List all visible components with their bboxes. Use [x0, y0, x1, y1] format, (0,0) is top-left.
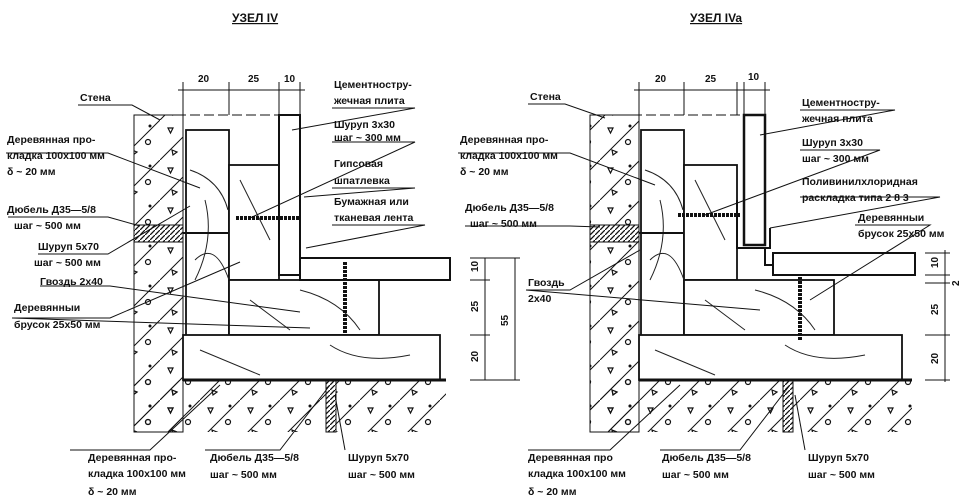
label-putty-1: Гипсовая [334, 158, 383, 170]
node-iv: УЗЕЛ IV 20 25 10 [6, 11, 520, 498]
label-pad-3: δ ~ 20 мм [7, 166, 56, 178]
bottom-pad-1: Деревянная про- [88, 452, 177, 464]
bottom-dowel-2: шаг ~ 500 мм [662, 469, 729, 481]
bottom-pad-3: δ ~ 20 мм [88, 486, 137, 498]
label-screw-2: шаг ~ 500 мм [34, 257, 101, 269]
bottom-pad-2: кладка 100x100 мм [88, 468, 186, 480]
label-wall: Стена [80, 92, 111, 104]
bottom-screw-1: Шуруп 5x70 [348, 452, 409, 464]
dim-25: 25 [705, 74, 717, 85]
floor-board [772, 252, 916, 276]
right-dimensions: 10 2 25 20 [925, 250, 962, 382]
node-iv-title: УЗЕЛ IV [232, 11, 278, 25]
bottom-screw-1: Шуруп 5x70 [808, 452, 869, 464]
concrete-floor-slab [590, 380, 912, 432]
top-dimensions: 20 25 10 [634, 72, 770, 115]
bottom-pad-2: кладка 100x100 мм [528, 468, 626, 480]
label-bar-1: Деревянныи [14, 302, 80, 314]
wood-structure [638, 129, 912, 382]
label-pad-2: кладка 100x100 мм [460, 150, 558, 162]
label-nail-1: Гвоздь [528, 277, 565, 289]
top-dimensions: 20 25 10 [178, 74, 305, 115]
label-board-2: жечная плита [333, 95, 405, 107]
dim-2-v: 2 [951, 280, 962, 286]
wood-structure [182, 129, 446, 382]
leader-lines [6, 104, 426, 451]
dim-25-v: 25 [930, 303, 941, 315]
bottom-screw-2: шаг ~ 500 мм [348, 469, 415, 481]
label-pvc-1: Поливинилхлоридная [802, 176, 918, 188]
label-tape-2: тканевая лента [334, 212, 413, 224]
label-board-2: жечная плита [801, 113, 873, 125]
bottom-dowel-1: Дюбель Д35—5/8 [210, 452, 299, 464]
label-dowel-1: Дюбель Д35—5/8 [465, 202, 554, 214]
label-nail-2: 2x40 [528, 293, 552, 305]
label-bar-1: Деревянныи [858, 212, 924, 224]
bottom-screw-2: шаг ~ 500 мм [808, 469, 875, 481]
dim-10: 10 [284, 74, 296, 85]
bottom-pad-3: δ ~ 20 мм [528, 486, 577, 498]
bottom-dowel-2: шаг ~ 500 мм [210, 469, 277, 481]
concrete-floor-slab [134, 380, 446, 432]
bottom-dowel-1: Дюбель Д35—5/8 [662, 452, 751, 464]
label-pad-1: Деревянная про- [7, 134, 96, 146]
label-dowel-2: шаг ~ 500 мм [14, 220, 81, 232]
dim-20: 20 [198, 74, 210, 85]
concrete-wall [133, 114, 184, 433]
label-screwsm-1: Шуруп 3x30 [334, 119, 395, 131]
label-dowel-1: Дюбель Д35—5/8 [7, 204, 96, 216]
label-nail: Гвоздь 2x40 [40, 276, 103, 288]
dim-20: 20 [655, 74, 667, 85]
label-bar-2: брусок 25x50 мм [858, 228, 945, 240]
node-iva: УЗЕЛ IVa 20 25 10 [458, 11, 962, 498]
label-wall: Стена [530, 91, 561, 103]
label-dowel-2: шаг ~ 500 мм [470, 218, 537, 230]
label-board-1: Цементностру- [802, 97, 880, 109]
label-tape-1: Бумажная или [334, 196, 409, 208]
label-bar-2: брусок 25x50 мм [14, 319, 101, 331]
dim-20-v: 20 [930, 352, 941, 364]
dim-10-v: 10 [930, 256, 941, 268]
right-dimensions: 10 25 20 55 [470, 257, 520, 381]
dim-10-v: 10 [470, 260, 481, 272]
label-board-1: Цементностру- [334, 79, 412, 91]
label-screw-1: Шуруп 5x70 [38, 241, 99, 253]
dim-25: 25 [248, 74, 260, 85]
label-screwsm-2: шаг ~ 300 мм [802, 153, 869, 165]
bottom-pad-1: Деревянная про [528, 452, 613, 464]
dim-20-v: 20 [470, 350, 481, 362]
dowel-band [589, 224, 640, 243]
dim-25-v: 25 [470, 300, 481, 312]
cement-board [742, 113, 767, 247]
node-iva-title: УЗЕЛ IVa [690, 11, 742, 25]
dim-10: 10 [748, 72, 760, 83]
label-pad-3: δ ~ 20 мм [460, 166, 509, 178]
label-screwsm-1: Шуруп 3x30 [802, 137, 863, 149]
label-pvc-2: раскладка типа 2 8 3 [802, 192, 909, 204]
dim-55-v: 55 [500, 314, 511, 326]
label-putty-2: шпатлевка [334, 175, 390, 187]
cement-board [278, 114, 301, 276]
leader-lines [458, 103, 941, 451]
floor-board [299, 257, 451, 281]
label-pad-2: кладка 100x100 мм [7, 150, 105, 162]
dowel-band [133, 224, 184, 243]
label-screwsm-2: шаг ~ 300 мм [334, 132, 401, 144]
label-pad-1: Деревянная про- [460, 134, 549, 146]
